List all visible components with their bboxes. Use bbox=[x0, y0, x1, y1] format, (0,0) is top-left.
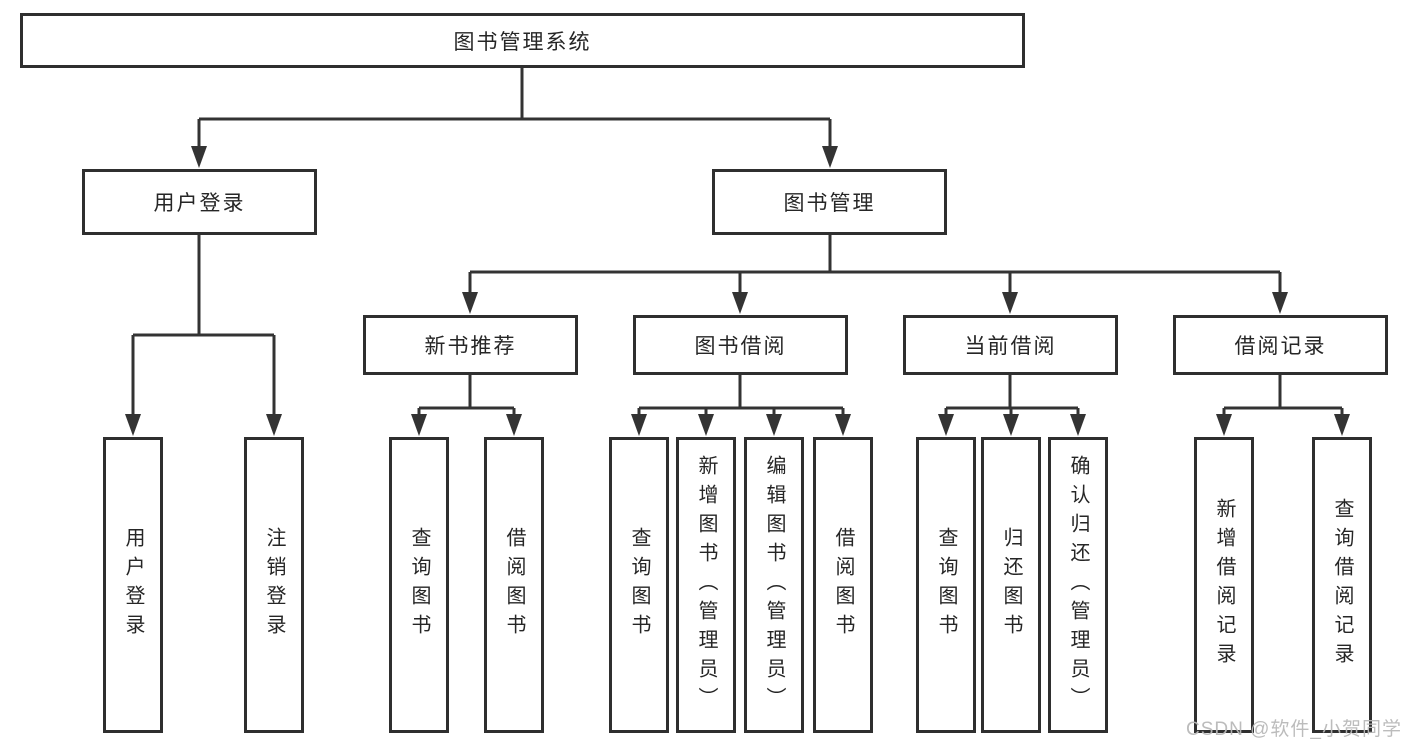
leaf-query-book-recommend: 查询图书 bbox=[389, 437, 449, 733]
node-book-management: 图书管理 bbox=[712, 169, 947, 235]
node-library-management-system: 图书管理系统 bbox=[20, 13, 1025, 68]
leaf-return-book: 归还图书 bbox=[981, 437, 1041, 733]
csdn-watermark: CSDN @软件_小贺同学 bbox=[1186, 719, 1402, 740]
leaf-confirm-return-admin: 确认归还（管理员） bbox=[1048, 437, 1108, 733]
leaf-user-login: 用户登录 bbox=[103, 437, 163, 733]
leaf-add-borrow-record: 新增借阅记录 bbox=[1194, 437, 1254, 733]
leaf-borrow-book: 借阅图书 bbox=[813, 437, 873, 733]
node-new-book-recommendation: 新书推荐 bbox=[363, 315, 578, 375]
node-borrowing-records: 借阅记录 bbox=[1173, 315, 1388, 375]
leaf-logout: 注销登录 bbox=[244, 437, 304, 733]
leaf-borrow-book-recommend: 借阅图书 bbox=[484, 437, 544, 733]
node-current-borrowing: 当前借阅 bbox=[903, 315, 1118, 375]
node-user-login: 用户登录 bbox=[82, 169, 317, 235]
leaf-query-book-current: 查询图书 bbox=[916, 437, 976, 733]
leaf-edit-book-admin: 编辑图书（管理员） bbox=[744, 437, 804, 733]
leaf-add-book-admin: 新增图书（管理员） bbox=[676, 437, 736, 733]
leaf-query-borrow-record: 查询借阅记录 bbox=[1312, 437, 1372, 733]
node-book-borrowing: 图书借阅 bbox=[633, 315, 848, 375]
leaf-query-book-borrow: 查询图书 bbox=[609, 437, 669, 733]
